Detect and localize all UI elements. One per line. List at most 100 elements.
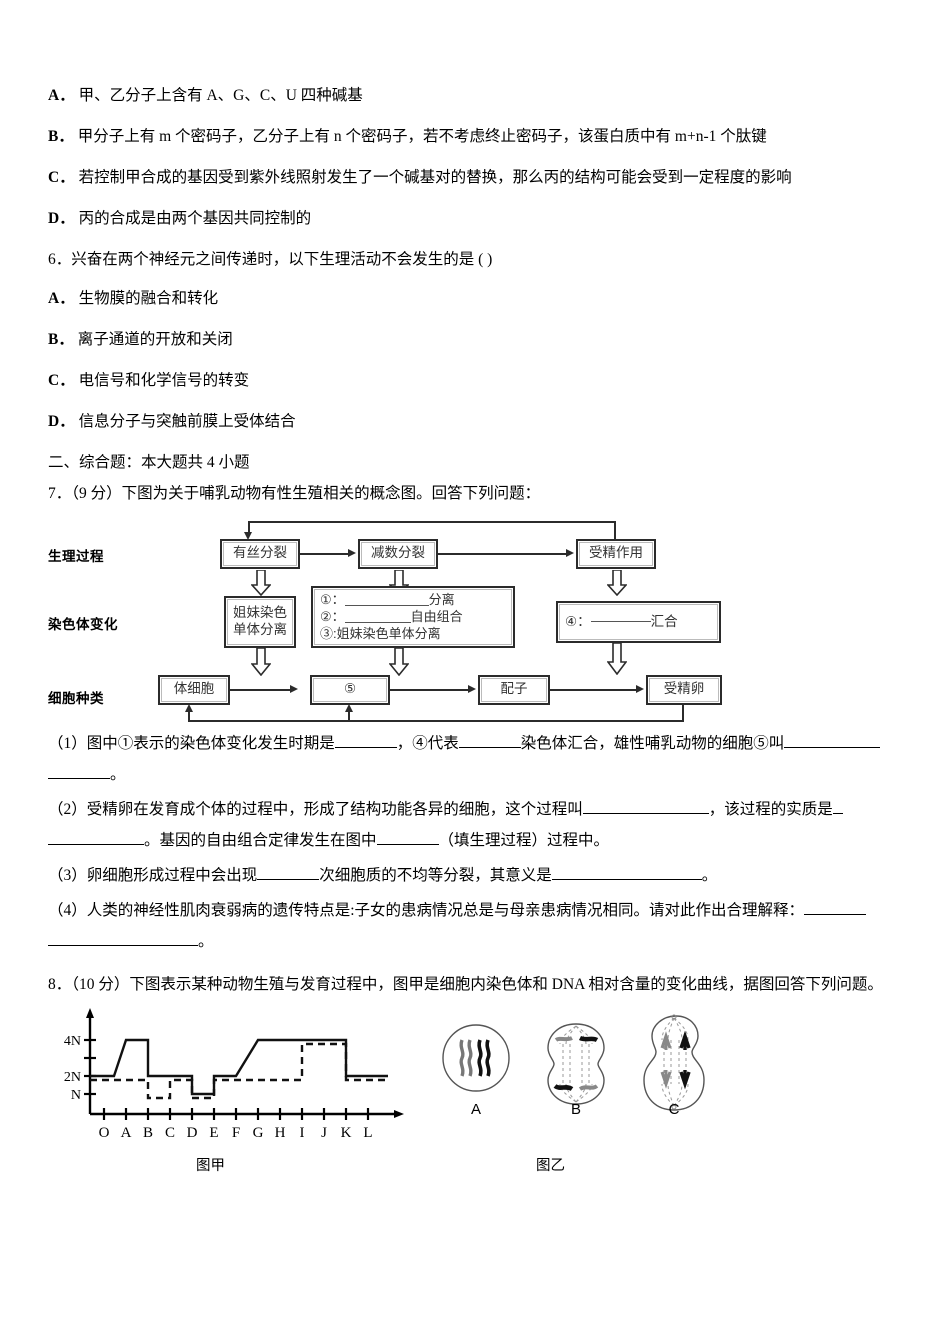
page-content: A． 甲、乙分子上含有 A、G、C、U 四种碱基 B． 甲分子上有 m 个密码子… <box>48 84 903 1186</box>
chromosome-line-3: ③:姐妹染色单体分离 <box>320 626 441 642</box>
chromosome-line-1-blank <box>344 604 429 606</box>
diagram-row-label-chromosome: 染色体变化 <box>48 616 118 632</box>
arrow-gamete-to-zygote <box>550 688 636 691</box>
arrow-five-to-gamete-head-icon <box>468 684 476 693</box>
svg-text:O: O <box>99 1125 110 1141</box>
feedback-bottom-to-five-segment <box>348 710 350 721</box>
blank-2-3 <box>48 843 144 845</box>
blank-2-2 <box>832 812 843 814</box>
cell-label-b: B <box>571 1101 581 1118</box>
cell-label-c: C <box>669 1101 680 1118</box>
caption-tuyi: 图乙 <box>536 1157 565 1174</box>
choice-d: D． 丙的合成是由两个基因共同控制的 <box>48 210 312 228</box>
chart-tujia: 4N 2N N <box>64 1007 404 1141</box>
svg-text:F: F <box>232 1125 240 1141</box>
block-arrow-chromosome-middle-down-icon <box>389 647 409 676</box>
arrow-mitosis-to-meiosis-head-icon <box>348 548 356 557</box>
chromosome-line-2-blank <box>344 621 411 623</box>
cell-box-somatic: 体细胞 <box>158 674 230 705</box>
cell-box-zygote: 受精卵 <box>646 674 722 705</box>
blank-1-1 <box>334 746 397 748</box>
x-tick-labels: O A B C D E F G H I J K L <box>99 1125 373 1141</box>
choice-label: B <box>48 128 59 146</box>
feedback-bottom-horizontal-segment <box>188 719 684 722</box>
question-7-stem: 7．（9 分）下图为关于哺乳动物有性生殖相关的概念图。回答下列问题： <box>48 484 541 502</box>
chromosome-box-middle: ①： 分离 ②：自由组合 ③:姐妹染色单体分离 <box>311 585 515 648</box>
choice-text: 若控制甲合成的基因受到紫外线照射发生了一个碱基对的替换，那么丙的结构可能会受到一… <box>78 169 792 187</box>
figure-row: 4N 2N N <box>48 1006 903 1186</box>
q6-choice-c: C． 电信号和化学信号的转变 <box>48 371 250 389</box>
process-box-mitosis: 有丝分裂 <box>220 538 300 569</box>
blank-4-2 <box>48 944 198 946</box>
chromosome-line-2-tail: 自由组合 <box>410 608 463 624</box>
svg-text:I: I <box>300 1125 305 1141</box>
q6-choice-d: D． 信息分子与突触前膜上受体结合 <box>48 412 296 430</box>
choice-text: 生物膜的融合和转化 <box>78 289 219 307</box>
question-7-part-3: （3）卵细胞形成过程中会出现次细胞质的不均等分裂，其意义是。 <box>48 866 718 884</box>
feedback-bottom-right-segment <box>682 704 684 722</box>
feedback-bottom-somatic-arrowhead-icon <box>184 703 193 712</box>
chart-series-dna <box>90 1038 388 1095</box>
choice-label: C <box>48 169 60 187</box>
svg-text:G: G <box>253 1125 264 1141</box>
choice-text: 电信号和化学信号的转变 <box>78 371 250 389</box>
svg-text:L: L <box>363 1125 372 1141</box>
feedback-top-left-segment <box>248 520 250 533</box>
q6-choice-a: A． 生物膜的融合和转化 <box>48 289 219 307</box>
blank-1-4 <box>48 777 110 779</box>
svg-text:E: E <box>209 1125 218 1141</box>
svg-text:D: D <box>187 1125 198 1141</box>
choice-c: C． 若控制甲合成的基因受到紫外线照射发生了一个碱基对的替换，那么丙的结构可能会… <box>48 169 792 187</box>
chromosome-box-left-line1: 姐妹染色 <box>233 605 287 621</box>
choice-label: B <box>48 330 59 348</box>
cell-box-gamete: 配子 <box>478 674 550 705</box>
concept-diagram: 生理过程 染色体变化 细胞种类 有丝分裂 减数分裂 受精作用 <box>48 517 903 722</box>
choice-a: A． 甲、乙分子上含有 A、G、C、U 四种碱基 <box>48 87 363 104</box>
block-arrow-chromosome-left-down-icon <box>251 647 271 676</box>
blank-4-1 <box>804 913 867 915</box>
chromosome-box-right-blank <box>590 621 651 623</box>
chromosome-box-right-tail: 汇合 <box>650 613 678 629</box>
choice-label: D <box>48 210 60 228</box>
chromosome-line-2: ②：自由组合 <box>320 608 463 625</box>
choice-b: B． 甲分子上有 m 个密码子，乙分子上有 n 个密码子，若不考虑终止密码子，该… <box>48 128 767 146</box>
feedback-top-right-segment <box>614 520 616 539</box>
svg-text:A: A <box>121 1125 132 1141</box>
feedback-bottom-five-arrowhead-icon <box>344 703 353 712</box>
blank-2-4 <box>376 843 439 845</box>
cell-label-a: A <box>471 1101 481 1118</box>
caption-tujia: 图甲 <box>196 1157 225 1174</box>
choice-text: 丙的合成是由两个基因共同控制的 <box>78 210 312 228</box>
blank-2-1 <box>582 812 709 814</box>
chromosome-line-1-num: ①： <box>320 591 345 607</box>
y-tick-4n: 4N <box>64 1034 81 1049</box>
svg-text:K: K <box>341 1125 352 1141</box>
chromosome-box-right: ④：汇合 <box>556 600 721 643</box>
y-tick-2n: 2N <box>64 1070 81 1085</box>
arrow-somatic-to-five <box>230 688 290 691</box>
blank-1-2 <box>458 746 521 748</box>
chromosome-box-left: 姐妹染色 单体分离 <box>224 595 296 648</box>
feedback-top-arrowhead-icon <box>243 531 252 540</box>
cell-diagram-c <box>643 1014 705 1111</box>
choice-text: 离子通道的开放和关闭 <box>77 330 233 348</box>
svg-text:H: H <box>275 1125 286 1141</box>
choice-label: D <box>48 412 60 430</box>
cell-box-five: ⑤ <box>310 674 390 705</box>
figure-tuyi: A <box>442 1014 705 1118</box>
svg-text:C: C <box>165 1125 175 1141</box>
choice-label: A <box>48 289 60 307</box>
question-6-stem: 6．兴奋在两个神经元之间传递时，以下生理活动不会发生的是 ( ) <box>48 251 493 269</box>
arrow-gamete-to-zygote-head-icon <box>636 684 644 693</box>
svg-text:B: B <box>143 1125 153 1141</box>
chromosome-line-1-tail: 分离 <box>428 591 455 607</box>
chromosome-line-1: ①： 分离 <box>320 591 455 608</box>
feedback-top-horizontal-segment <box>248 520 616 523</box>
blank-3-2 <box>551 878 702 880</box>
arrow-mitosis-to-meiosis <box>300 552 348 555</box>
diagram-row-label-process: 生理过程 <box>48 548 104 564</box>
cell-diagram-b <box>547 1022 605 1105</box>
question-7-part-1: （1）图中①表示的染色体变化发生时期是，④代表染色体汇合，雄性哺乳动物的细胞⑤叫… <box>48 728 903 790</box>
block-arrow-fertilization-down-icon <box>607 569 627 596</box>
block-arrow-chromosome-right-down-icon <box>607 642 627 675</box>
